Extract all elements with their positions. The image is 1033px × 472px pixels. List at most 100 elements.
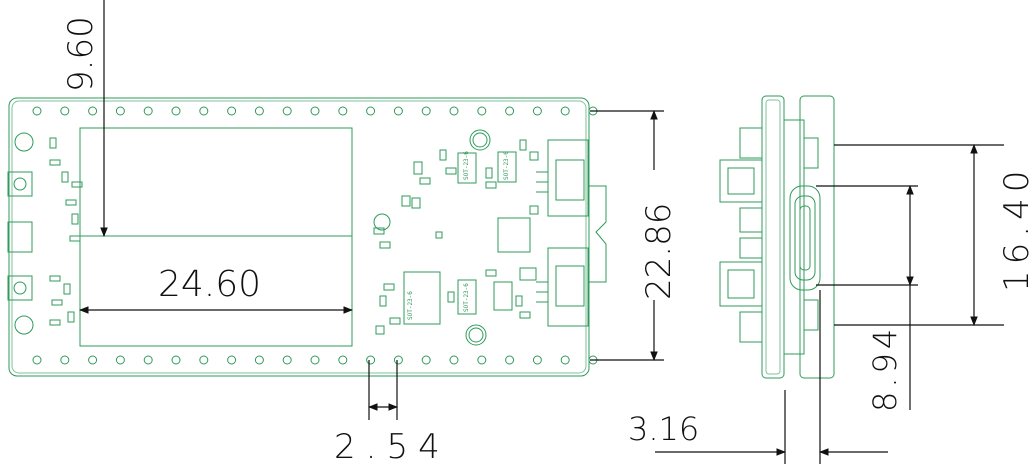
smd-component — [49, 275, 61, 282]
pin-hole — [88, 355, 98, 365]
pin-hole — [338, 106, 348, 116]
pin-hole — [310, 106, 320, 116]
smd-components-left — [49, 137, 83, 326]
smd-component — [389, 317, 401, 325]
jst-connector-lower — [536, 247, 589, 327]
board-inner-outline — [11, 100, 587, 374]
usb-edge-cutout — [588, 185, 607, 283]
ic-chip-4: SOT-23-6 — [457, 279, 477, 315]
side-component-2 — [739, 207, 763, 233]
pin-row-bottom — [32, 355, 598, 365]
smd-component — [515, 295, 523, 307]
smd-component — [71, 181, 83, 188]
pin-hole — [421, 106, 431, 116]
dimension-label-pin-pitch: 2.54 — [334, 427, 450, 467]
pin-hole — [171, 106, 181, 116]
mounting-hole-top-middle — [469, 129, 491, 151]
pin-row-top — [32, 106, 598, 116]
smd-component — [65, 199, 77, 206]
front-view-board: SOT-23-6 SOT-23-6 SOT-23-6 SOT-23-6 — [7, 97, 607, 377]
dimension-label-side-offset: 3.16 — [628, 410, 699, 448]
pin-hole — [88, 106, 98, 116]
pin-hole — [449, 106, 459, 116]
pin-hole — [477, 106, 487, 116]
mounting-hole-bottom-middle — [465, 324, 487, 346]
pin-hole — [282, 106, 292, 116]
smd-component — [435, 231, 443, 239]
pin-hole — [32, 106, 42, 116]
side-connector-upper-inner — [727, 167, 755, 195]
pin-hole — [393, 355, 403, 365]
dimension-8-94: 8.94 — [816, 185, 918, 412]
smd-component — [375, 325, 385, 335]
smd-component — [379, 295, 387, 307]
smd-component — [413, 161, 423, 175]
pin-hole — [532, 355, 542, 365]
side-connector-upper — [719, 159, 763, 203]
pin-hole — [32, 355, 42, 365]
dimension-24-60: 24.60 — [79, 264, 353, 314]
side-board-inner — [765, 99, 781, 375]
dimension-2-54: 2.54 — [334, 360, 450, 467]
smd-component — [49, 319, 61, 326]
dimension-label-side-height: 16.40 — [997, 165, 1033, 292]
smd-component — [71, 213, 79, 225]
dimension-label-board-height: 22.86 — [639, 203, 679, 300]
via-pad — [373, 213, 391, 231]
antenna-connector-upper-ring — [13, 177, 27, 191]
pin-hole — [282, 355, 292, 365]
smd-components-middle — [373, 139, 539, 335]
smd-component — [447, 291, 455, 303]
pin-hole — [199, 355, 209, 365]
pin-hole — [115, 106, 125, 116]
dimension-label-top-height: 9.60 — [61, 16, 101, 92]
smd-component — [51, 299, 63, 306]
jst-connector-upper — [536, 139, 589, 217]
ic-chip-3-label: SOT-23-6 — [407, 291, 414, 320]
mounting-hole-top-left — [14, 132, 34, 152]
mounting-hole-bottom-left — [14, 315, 34, 335]
usb-c-port-outer — [789, 185, 821, 291]
smd-component — [373, 227, 385, 235]
antenna-connector-lower-ring — [13, 281, 27, 295]
smd-component — [401, 195, 411, 207]
pin-hole — [254, 106, 264, 116]
pin-hole — [171, 355, 181, 365]
smd-component — [485, 181, 497, 189]
smd-component — [61, 171, 69, 183]
smd-component — [519, 139, 527, 151]
usb-c-port-inner — [794, 195, 816, 281]
smd-component — [419, 177, 431, 185]
pin-hole — [227, 106, 237, 116]
smd-component — [529, 151, 539, 161]
pin-hole — [505, 106, 515, 116]
dimension-label-connector-height: 8.94 — [866, 325, 904, 412]
side-component-4 — [739, 311, 763, 343]
pin-hole — [505, 355, 515, 365]
mounting-hole-top-middle-inner — [472, 132, 488, 148]
pin-hole — [254, 355, 264, 365]
pin-hole — [310, 355, 320, 365]
smd-component — [63, 283, 71, 295]
pin-hole — [338, 355, 348, 365]
pin-hole — [143, 106, 153, 116]
mounting-hole-bottom-middle-inner — [468, 327, 484, 343]
smd-component — [67, 311, 75, 323]
antenna-connector-lower — [7, 275, 33, 301]
side-board-body — [761, 95, 785, 379]
ic-chip-4-label: SOT-23-6 — [463, 283, 470, 312]
side-component-1 — [739, 127, 763, 159]
pin-hole — [227, 355, 237, 365]
pin-hole — [366, 106, 376, 116]
ic-chip-1-label: SOT-23-6 — [463, 151, 470, 180]
side-connector-lower-inner — [727, 269, 755, 299]
smd-component — [383, 283, 395, 291]
ic-chip-2: SOT-23-6 — [497, 151, 517, 183]
smd-component — [49, 137, 57, 149]
side-cover-tab-upper — [803, 137, 819, 169]
pin-hole — [393, 106, 403, 116]
ic-chip-3: SOT-23-6 — [403, 271, 441, 325]
side-connector-lower — [719, 261, 763, 307]
pin-hole — [421, 355, 431, 365]
